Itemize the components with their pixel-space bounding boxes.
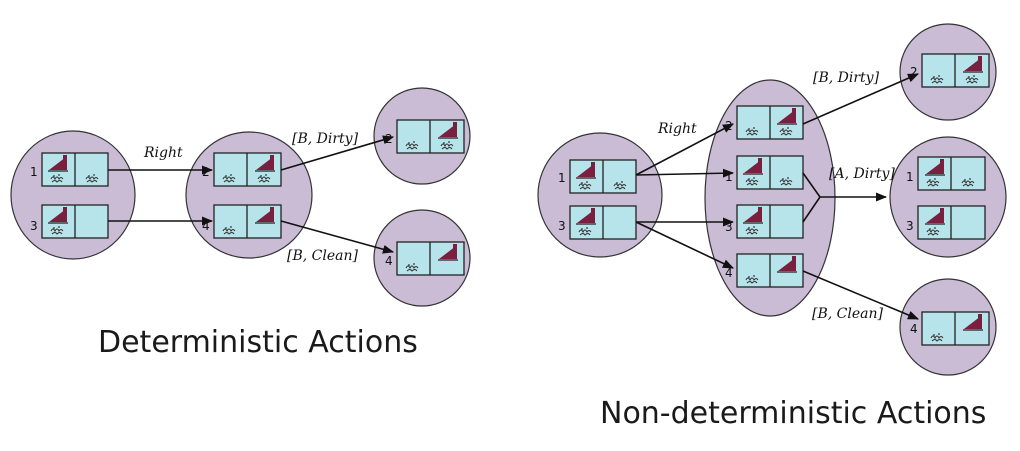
state-number: 4 xyxy=(910,322,918,336)
state-3 xyxy=(569,205,637,240)
state-number: 3 xyxy=(30,219,38,233)
state-number: 1 xyxy=(906,170,914,184)
action-label-right: Right xyxy=(657,121,697,137)
state-3 xyxy=(41,204,109,239)
state-3 xyxy=(917,205,986,240)
state-1 xyxy=(41,152,109,187)
state-number: 4 xyxy=(202,219,210,233)
state-2 xyxy=(213,152,282,187)
nondeterministic-diagram: 1 3 2 1 xyxy=(537,23,1007,376)
arrow xyxy=(280,135,395,171)
arrow xyxy=(802,270,920,320)
state-4 xyxy=(396,241,465,276)
percept-label-b-clean: [B, Clean] xyxy=(812,306,883,322)
state-2 xyxy=(921,53,990,88)
state-1 xyxy=(569,159,637,194)
action-label-right: Right xyxy=(143,145,183,161)
arrow xyxy=(635,221,735,269)
state-number: 2 xyxy=(202,165,210,179)
state-number: 1 xyxy=(30,165,38,179)
state-number: 2 xyxy=(910,65,918,79)
belief-state-after-right xyxy=(185,131,313,259)
percept-label-b-dirty: [B, Dirty] xyxy=(813,70,880,86)
state-number: 3 xyxy=(558,219,566,233)
state-2 xyxy=(396,119,465,154)
state-4 xyxy=(921,311,990,346)
state-number: 4 xyxy=(385,254,393,268)
state-number: 3 xyxy=(906,219,914,233)
caption-deterministic: Deterministic Actions xyxy=(98,325,418,360)
arrow xyxy=(280,220,395,254)
state-number: 1 xyxy=(725,170,733,184)
arrow xyxy=(635,123,734,176)
state-3 xyxy=(736,204,804,239)
arrow xyxy=(802,73,920,125)
state-1 xyxy=(917,156,986,191)
caption-nondeterministic: Non-deterministic Actions xyxy=(600,396,987,431)
deterministic-diagram: 1 3 2 4 xyxy=(10,87,471,307)
state-number: 4 xyxy=(725,266,733,280)
state-4 xyxy=(213,204,282,239)
state-number: 1 xyxy=(558,171,566,185)
state-1 xyxy=(736,155,804,190)
percept-label-a-dirty: [A, Dirty] xyxy=(829,166,895,182)
arrow xyxy=(635,168,735,178)
state-number: 3 xyxy=(725,220,733,234)
percept-label-b-clean: [B, Clean] xyxy=(287,248,358,264)
percept-label-b-dirty: [B, Dirty] xyxy=(292,131,359,147)
state-4 xyxy=(736,253,804,288)
belief-state-initial xyxy=(10,130,136,260)
state-2 xyxy=(736,105,804,140)
